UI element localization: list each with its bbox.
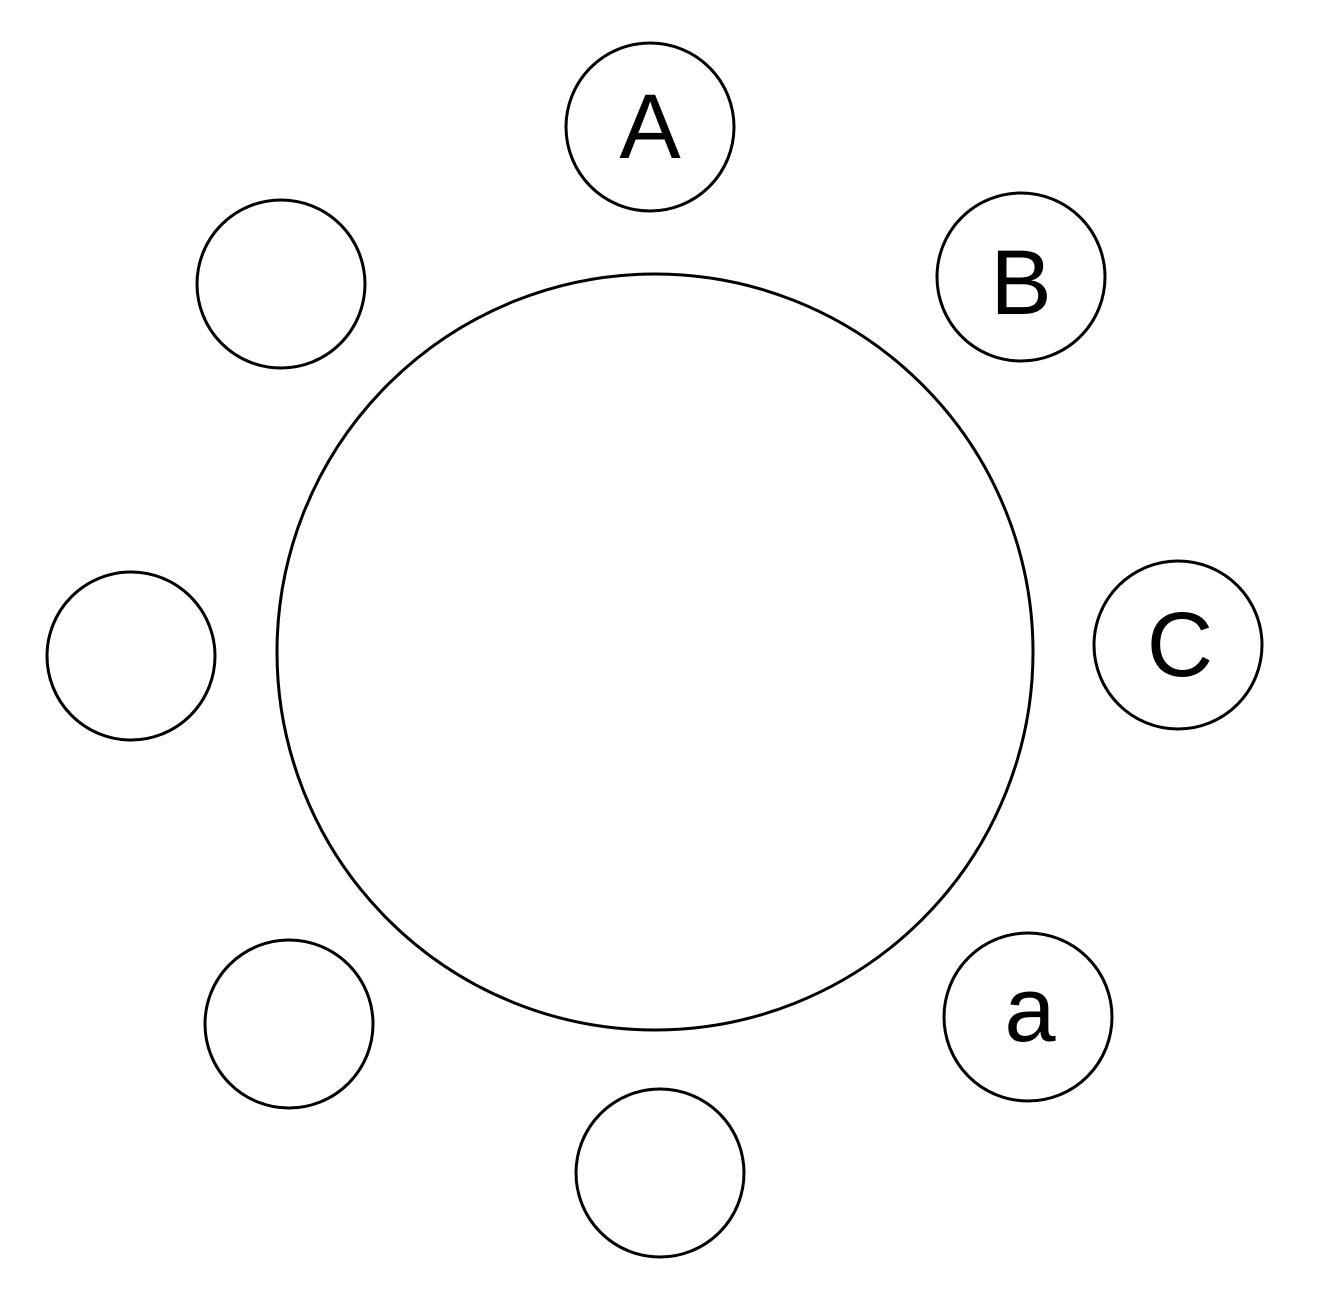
seat: a [942,931,1114,1103]
seat-circle [564,41,736,213]
seat-label: A [619,76,681,178]
seat-circle [195,198,367,370]
seat: B [935,191,1107,363]
seat-circle [45,570,217,742]
seat-circle [942,931,1114,1103]
seat: A [564,41,736,213]
seat [574,1087,746,1259]
seat: C [1092,559,1264,731]
seat-circle [574,1087,746,1259]
seat [45,570,217,742]
seat-label: a [1004,959,1056,1061]
seat-circle [935,191,1107,363]
center-table [275,272,1035,1032]
seat [203,938,375,1110]
seat [195,198,367,370]
seat-circle [203,938,375,1110]
seat-label: B [990,232,1051,334]
seat-circle [1092,559,1264,731]
seat-label: C [1147,594,1213,696]
